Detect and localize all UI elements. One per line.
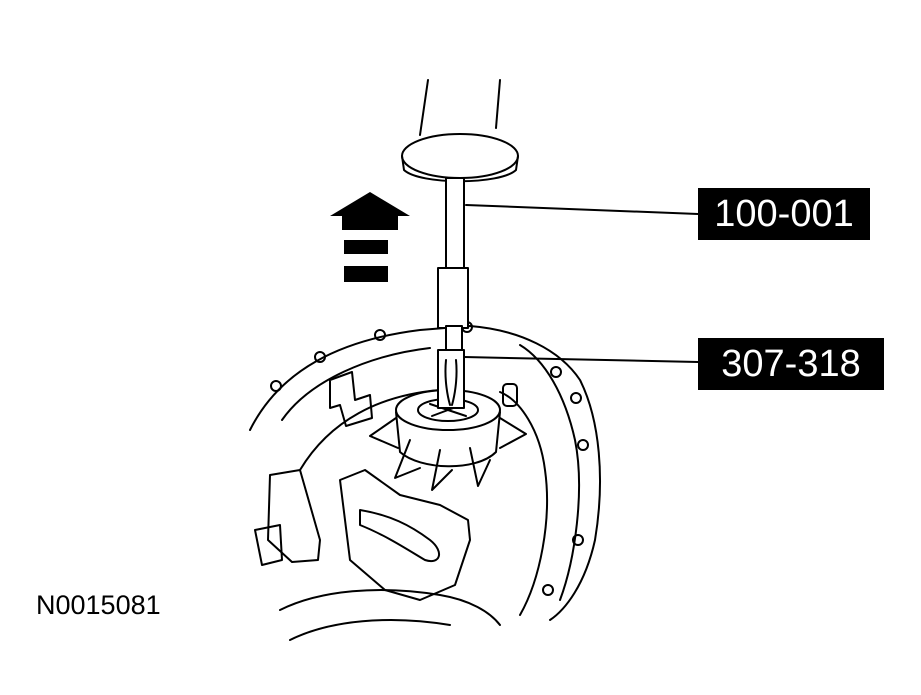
callout-label-100-001: 100-001 [698,188,870,240]
housing-web-2 [339,469,471,601]
leader-307-318 [463,356,699,363]
bottom-ring-2 [289,619,451,641]
left-piece [254,524,283,566]
leader-100-001 [465,204,699,215]
bottom-ring [279,589,501,626]
figure-id: N0015081 [36,590,161,620]
slot [359,509,440,563]
housing-outline [249,325,601,621]
callout-label-307-318: 307-318 [698,338,884,390]
housing-inner-outline [281,344,580,601]
slide-hammer [401,79,519,409]
bolt-holes [270,321,589,596]
housing-web [267,469,321,563]
bracket-left [329,371,373,427]
up-arrow-icon [330,192,410,282]
